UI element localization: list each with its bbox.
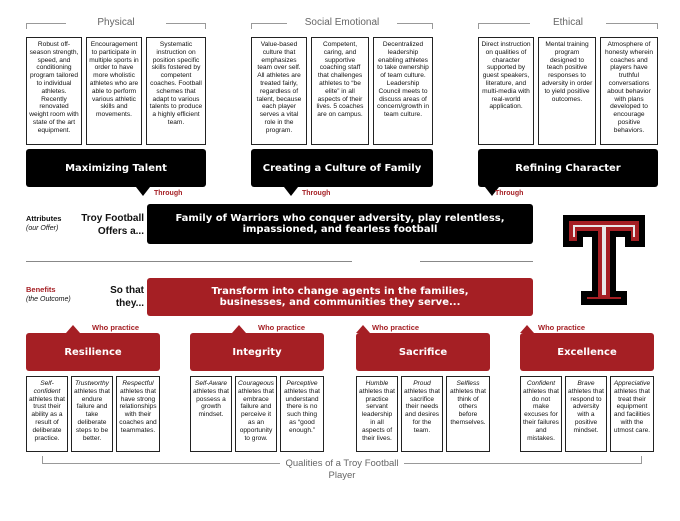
quality-sacrifice: Sacrifice (356, 333, 490, 371)
quality-desc: athletes that have strong relationships … (119, 387, 157, 434)
pillar-label: Refining Character (515, 162, 621, 174)
quality-desc: athletes that embrace failure and percei… (238, 387, 274, 442)
pillar-refining-character: Refining Character (478, 149, 658, 187)
arrow-up-icon (232, 325, 246, 333)
arrow-down-icon (136, 187, 150, 196)
quality-excellence: Excellence (520, 333, 654, 371)
physical-box-1: Robust off-season strength, speed, and c… (26, 37, 82, 145)
through-label: Through (154, 190, 183, 197)
benefits-sub: (the Outcome) (26, 296, 71, 303)
attributes-sub: (our Offer) (26, 225, 59, 232)
benefits-title: Benefits (26, 285, 56, 294)
quality-desc: athletes that do not make excuses for th… (523, 387, 559, 442)
quality-trait: Courageous (238, 380, 274, 387)
quality-desc: athletes that respond to adversity with … (568, 387, 604, 434)
through-label: Through (302, 190, 331, 197)
quality-resilience: Resilience (26, 333, 160, 371)
troy-t-logo (563, 215, 645, 305)
category-physical: Physical (66, 17, 166, 28)
arrow-down-icon (284, 187, 298, 196)
attributes-statement: Family of Warriors who conquer adversity… (147, 204, 533, 244)
attributes-lead: Troy Football Offers a... (81, 213, 144, 237)
quality-detail: Trustworthy athletes that endure failure… (71, 376, 113, 452)
social-box-1: Value-based culture that emphasizes team… (251, 37, 307, 145)
quality-detail: Selfless athletes that think of others b… (446, 376, 490, 452)
quality-trait: Humble (365, 380, 389, 387)
quality-desc: athletes that think of others before the… (450, 387, 486, 426)
quality-trait: Confident (526, 380, 556, 387)
quality-detail: Self-confident athletes that trust their… (26, 376, 68, 452)
quality-desc: athletes that practice servant leadershi… (359, 387, 395, 442)
quality-desc: athletes that treat their equipment and … (613, 387, 651, 434)
divider-line (26, 261, 352, 262)
quality-desc: athletes that endure failure and take de… (74, 387, 110, 442)
who-practice-label: Who practice (92, 323, 140, 332)
social-box-3: Decentralized leadership enabling athlet… (373, 37, 433, 145)
quality-detail: Self-Aware athletes that possess a growt… (190, 376, 232, 452)
quality-trait: Self-Aware (194, 380, 228, 387)
quality-trait: Proud (413, 380, 431, 387)
quality-integrity: Integrity (190, 333, 324, 371)
arrow-up-icon (356, 325, 370, 333)
ethical-box-2: Mental training program designed to teac… (538, 37, 596, 145)
arrow-up-icon (66, 325, 80, 333)
benefits-lead: So that they... (110, 285, 144, 309)
quality-trait: Self-confident (33, 380, 61, 395)
who-practice-label: Who practice (372, 323, 420, 332)
quality-detail: Confident athletes that do not make excu… (520, 376, 562, 452)
who-practice-label: Who practice (258, 323, 306, 332)
quality-trait: Respectful (122, 380, 154, 387)
quality-desc: athletes that sacrifice their needs and … (404, 387, 440, 434)
quality-trait: Brave (577, 380, 595, 387)
arrow-down-icon (485, 187, 499, 196)
quality-detail: Appreciative athletes that treat their e… (610, 376, 654, 452)
pillar-label: Creating a Culture of Family (262, 162, 422, 174)
physical-box-3: Systematic instruction on position speci… (146, 37, 206, 145)
attributes-label: Attributes (our Offer) (26, 214, 61, 232)
benefits-label: Benefits (the Outcome) (26, 285, 71, 303)
quality-desc: athletes that understand there is no suc… (284, 387, 320, 434)
quality-detail: Proud athletes that sacrifice their need… (401, 376, 443, 452)
arrow-up-icon (520, 325, 534, 333)
footer-caption: Qualities of a Troy Football Player (280, 458, 404, 482)
pillar-culture-of-family: Creating a Culture of Family (251, 149, 433, 187)
category-social-emotional: Social Emotional (287, 17, 397, 28)
social-box-2: Competent, caring, and supportive coachi… (311, 37, 369, 145)
quality-detail: Courageous athletes that embrace failure… (235, 376, 277, 452)
quality-detail: Brave athletes that respond to adversity… (565, 376, 607, 452)
quality-trait: Appreciative (613, 380, 651, 387)
attributes-title: Attributes (26, 214, 62, 223)
who-practice-label: Who practice (538, 323, 586, 332)
quality-detail: Humble athletes that practice servant le… (356, 376, 398, 452)
benefits-statement: Transform into change agents in the fami… (147, 278, 533, 316)
pillar-maximizing-talent: Maximizing Talent (26, 149, 206, 187)
through-label: Through (495, 190, 524, 197)
ethical-box-3: Atmosphere of honesty wherein coaches an… (600, 37, 658, 145)
divider-line (420, 261, 533, 262)
quality-detail: Perceptive athletes that understand ther… (280, 376, 324, 452)
quality-desc: athletes that trust their ability as a r… (29, 395, 65, 442)
pillar-label: Maximizing Talent (65, 162, 167, 174)
quality-trait: Trustworthy (75, 380, 109, 387)
quality-trait: Perceptive (286, 380, 318, 387)
quality-trait: Selfless (456, 380, 480, 387)
category-ethical: Ethical (530, 17, 606, 28)
quality-desc: athletes that possess a growth mindset. (193, 387, 229, 419)
ethical-box-1: Direct instruction on qualities of chara… (478, 37, 534, 145)
physical-box-2: Encouragement to participate in multiple… (86, 37, 142, 145)
quality-detail: Respectful athletes that have strong rel… (116, 376, 160, 452)
